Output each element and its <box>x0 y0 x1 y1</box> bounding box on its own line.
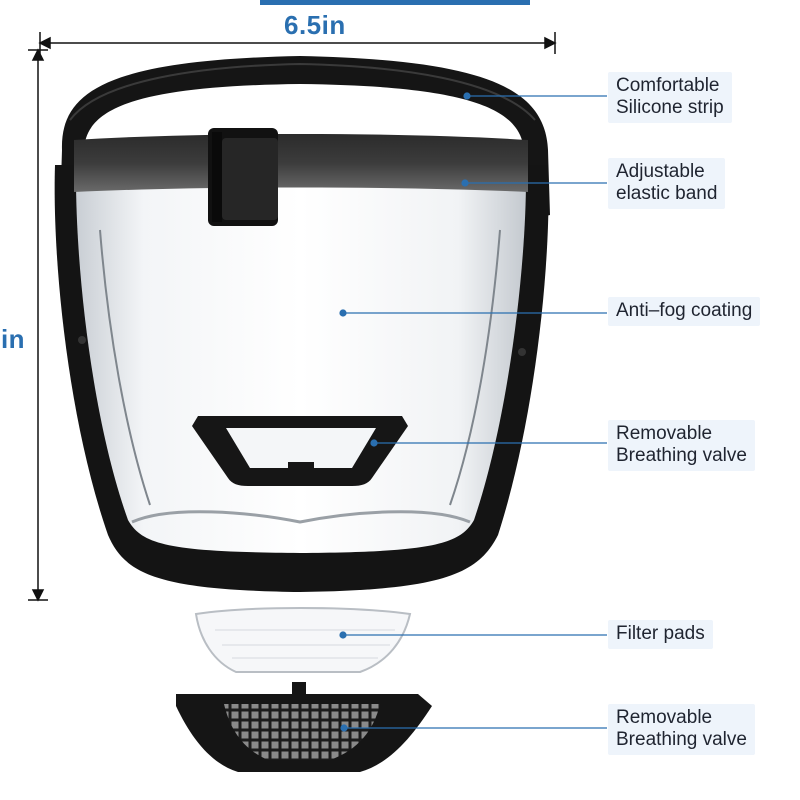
callout-line: Anti–fog coating <box>616 300 753 321</box>
callout-breathing-valve-1: Removable Breathing valve <box>608 420 755 471</box>
header-strip <box>260 0 530 5</box>
callout-silicone-strip: Comfortable Silicone strip <box>608 72 732 123</box>
elastic-band <box>74 134 528 192</box>
callout-breathing-valve-2: Removable Breathing valve <box>608 704 755 755</box>
callout-line: Breathing valve <box>616 729 747 750</box>
callout-line: Comfortable <box>616 75 720 96</box>
height-label: 7in <box>0 324 30 355</box>
height-dimension-line <box>28 48 48 602</box>
callout-line: Breathing valve <box>616 445 747 466</box>
callout-line: elastic band <box>616 183 718 204</box>
clear-lens <box>76 178 526 553</box>
callout-filter-pads: Filter pads <box>608 620 713 649</box>
height-label-text: 7in <box>0 324 26 354</box>
callout-line: Removable <box>616 707 713 728</box>
callout-line: Silicone strip <box>616 97 724 118</box>
width-label: 6.5in <box>282 10 348 41</box>
callout-line: Removable <box>616 423 713 444</box>
filter-pad <box>194 607 412 673</box>
callout-line: Adjustable <box>616 161 705 182</box>
callout-elastic-band: Adjustable elastic band <box>608 158 726 209</box>
callout-anti-fog: Anti–fog coating <box>608 297 761 326</box>
callout-leaders <box>339 92 607 732</box>
callout-line: Filter pads <box>616 623 705 644</box>
